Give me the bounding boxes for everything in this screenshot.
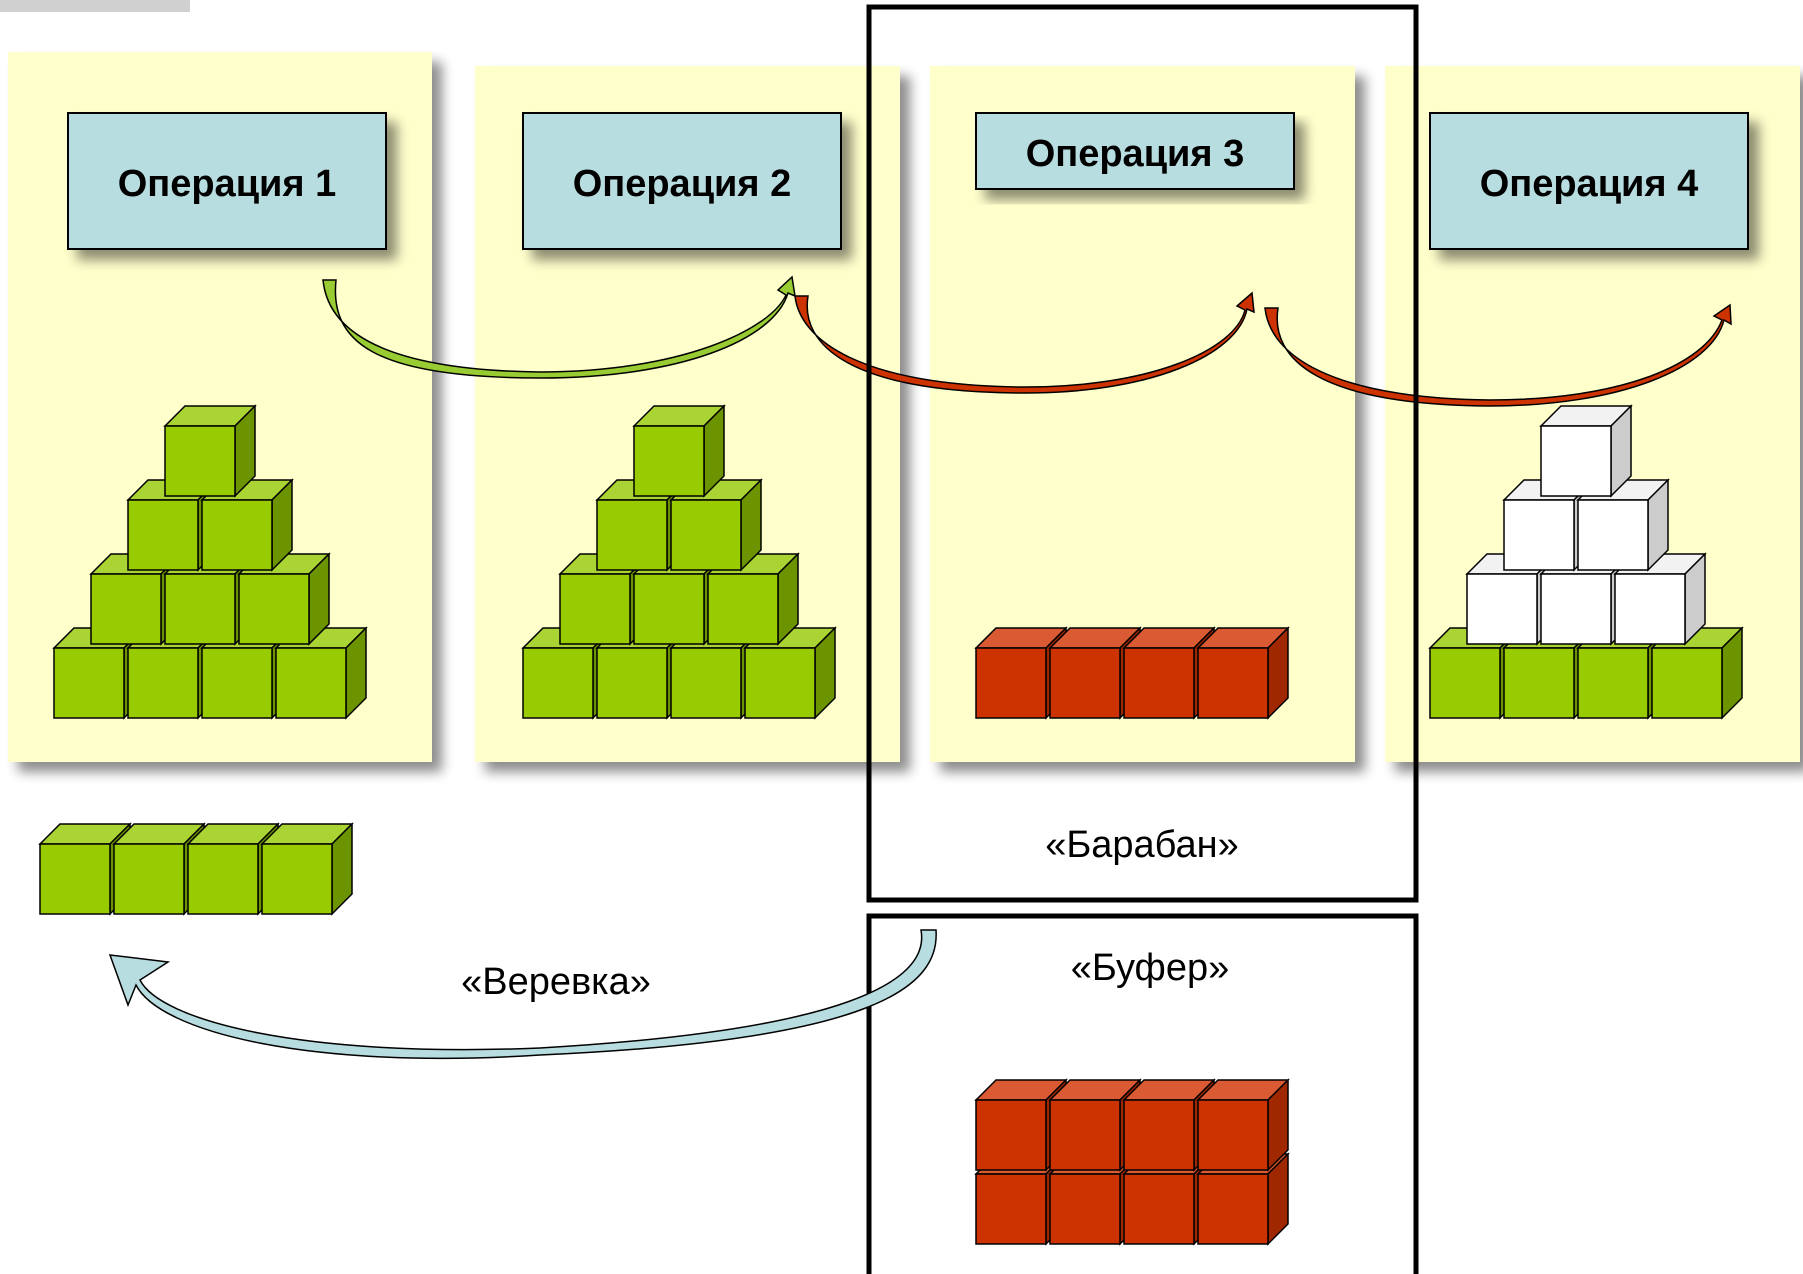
released-material-cube [260, 822, 354, 916]
operation-1-stock-cube [163, 404, 257, 498]
drum-frame [866, 4, 1419, 903]
operation-3-stock-cube [1196, 626, 1290, 720]
buffer-frame [866, 913, 1419, 1274]
rope-label: «Веревка» [461, 961, 651, 1003]
operation-4-label: Операция 4 [1480, 163, 1699, 205]
operation-2-stock-cube [632, 404, 726, 498]
operation-1-stock-cube [274, 626, 368, 720]
flow-arrow-3-to-4 [1264, 303, 1732, 407]
drum-label: «Барабан» [1045, 824, 1239, 866]
operation-1-label: Операция 1 [118, 163, 337, 205]
operation-1-box: Операция 1 [67, 112, 387, 250]
operation-2-box: Операция 2 [522, 112, 842, 250]
rope-arrow [108, 929, 937, 1060]
operation-3-label: Операция 3 [1026, 133, 1245, 175]
buffer-cube [1196, 1078, 1290, 1172]
operation-2-label: Операция 2 [573, 163, 792, 205]
operation-4-stock-cube [1539, 404, 1633, 498]
flow-arrow-2-to-3 [794, 291, 1255, 394]
buffer-label: «Буфер» [1071, 947, 1229, 989]
operation-4-box: Операция 4 [1429, 112, 1749, 250]
operation-3-box: Операция 3 [975, 112, 1295, 190]
corner-fragment [0, 0, 190, 12]
